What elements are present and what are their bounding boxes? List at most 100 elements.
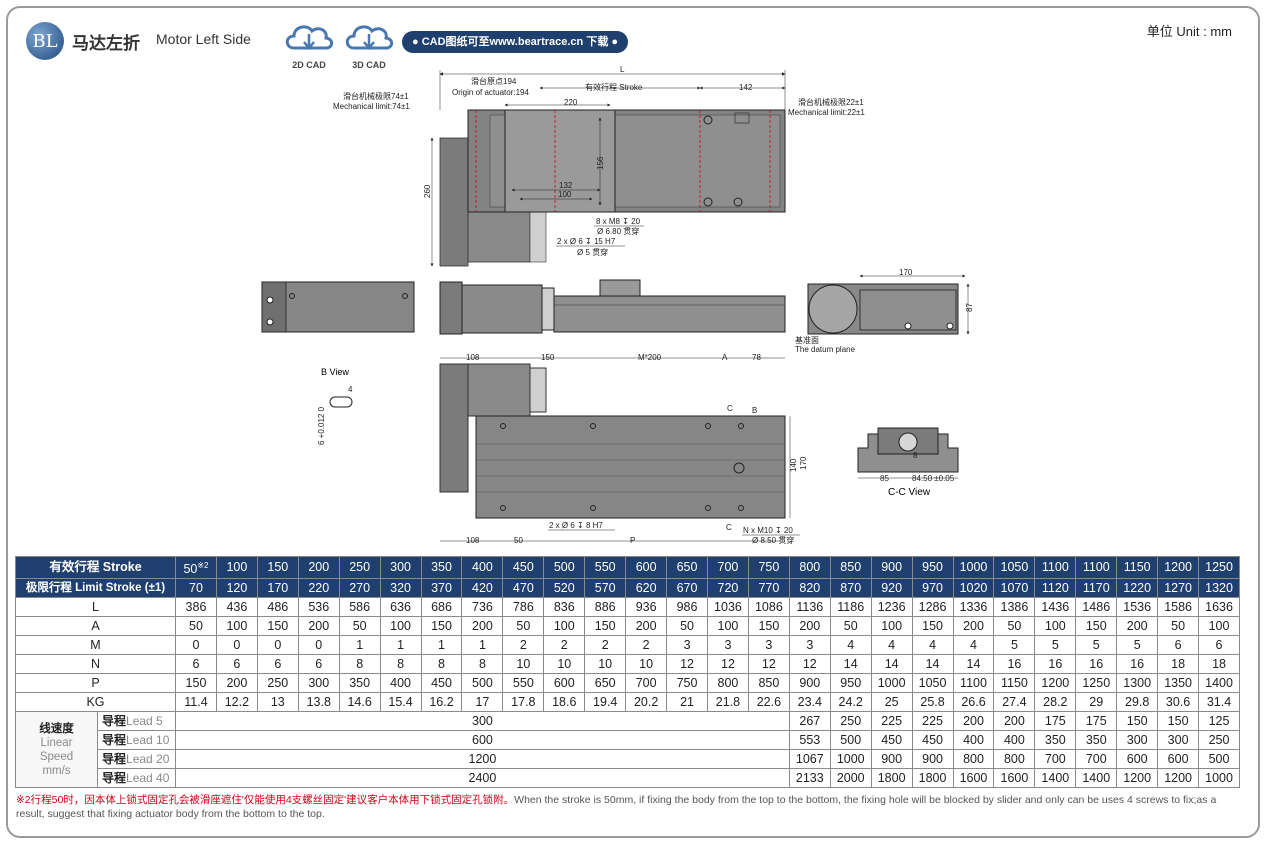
stroke-value: 150 (267, 560, 289, 575)
cc-dim-85: 85 (880, 474, 889, 483)
table-cell: 1 (338, 635, 381, 656)
limit-cell: 920 (870, 578, 913, 599)
limit-cell: 620 (625, 578, 668, 599)
stroke-cell: 800 (788, 555, 831, 580)
cad-2d-download[interactable]: 2D CAD (282, 20, 336, 70)
table-cell: 200 (461, 616, 504, 637)
row-label: A (14, 616, 177, 637)
row-label: P (14, 673, 177, 694)
lead-label: 导程Lead 40 (96, 768, 177, 789)
speed-cell: 1200 (1157, 768, 1200, 789)
speed-cell: 1000 (829, 749, 872, 770)
speed-cell: 300 (1157, 730, 1200, 751)
table-cell: 24.2 (829, 692, 872, 713)
speed-cell: 1800 (911, 768, 954, 789)
table-cell: 1400 (1198, 673, 1240, 694)
speed-cell: 150 (1157, 711, 1200, 732)
cad-download-link[interactable]: ● CAD图纸可至www.beartrace.cn 下载 ● (402, 31, 629, 53)
stroke-value: 600 (635, 560, 657, 575)
dim-108: 108 (466, 353, 480, 362)
cad-3d-label: 3D CAD (352, 60, 386, 70)
table-cell: 16 (1116, 654, 1159, 675)
stroke-cell: 200 (297, 555, 340, 580)
brand-logo: BL (26, 22, 64, 60)
cloud-download-icon (285, 25, 334, 50)
bottom-m10: N x M10 ↧ 20 (743, 526, 793, 535)
table-cell: 800 (707, 673, 749, 694)
table-cell: 6 (1157, 635, 1200, 656)
speed-cell: 2133 (788, 768, 831, 789)
table-cell: 686 (420, 597, 463, 618)
table-cell: 8 (420, 654, 463, 675)
table-cell: 1150 (993, 673, 1036, 694)
speed-cell: 200 (993, 711, 1036, 732)
table-cell: 30.6 (1157, 692, 1200, 713)
table-cell: 1050 (911, 673, 954, 694)
table-cell: 14 (829, 654, 872, 675)
note-cn: ※2行程50时，因本体上锁式固定孔会被滑座遮住'仅能使用4支螺丝固定'建议客户本… (16, 794, 515, 806)
table-cell: 200 (952, 616, 995, 637)
stroke-value: 300 (390, 560, 412, 575)
b-dim-4: 4 (348, 385, 353, 394)
table-cell: 500 (461, 673, 504, 694)
table-cell: 100 (215, 616, 258, 637)
table-cell: 50 (1157, 616, 1200, 637)
table-cell: 4 (911, 635, 954, 656)
mech-right-cn: 滑台机械极限22±1 (798, 97, 864, 107)
origin-cn: 滑台原点194 (471, 76, 517, 86)
table-cell: 1036 (707, 597, 749, 618)
dim-A: A (722, 353, 728, 362)
table-cell: 1586 (1157, 597, 1200, 618)
lead-cn: 导程 (102, 732, 127, 747)
table-cell: 26.6 (952, 692, 995, 713)
table-cell: 50 (829, 616, 872, 637)
stroke-value: 1100 (1082, 560, 1110, 575)
table-cell: 150 (747, 616, 790, 637)
table-cell: 1136 (788, 597, 831, 618)
hole-680: Ø 6.80 贯穿 (597, 226, 639, 236)
table-cell: 986 (666, 597, 708, 618)
stroke-value: 1150 (1123, 560, 1151, 575)
table-cell: 200 (297, 616, 340, 637)
table-cell: 150 (175, 673, 217, 694)
table-cell: 386 (175, 597, 217, 618)
table-cell: 150 (1075, 616, 1118, 637)
table-cell: 50 (502, 616, 545, 637)
lead-label: 导程Lead 5 (96, 711, 177, 732)
table-cell: 14 (870, 654, 913, 675)
table-cell: 16.2 (420, 692, 463, 713)
table-cell: 736 (461, 597, 504, 618)
note-en: When the stroke is 50mm, if fixing the b… (16, 794, 1217, 820)
table-cell: 1086 (747, 597, 790, 618)
speed-cell: 900 (870, 749, 913, 770)
stroke-value: 1050 (1000, 560, 1029, 575)
table-cell: 3 (788, 635, 831, 656)
table-cell: 18 (1157, 654, 1200, 675)
cad-3d-download[interactable]: 3D CAD (342, 20, 396, 70)
speed-cell: 500 (829, 730, 872, 751)
limit-cell: 470 (502, 578, 545, 599)
page-frame (6, 6, 1260, 838)
table-cell: 15.4 (379, 692, 422, 713)
stroke-cell: 450 (502, 555, 545, 580)
stroke-value: 650 (676, 560, 698, 575)
speed-cell: 267 (788, 711, 831, 732)
limit-cell: 1020 (952, 578, 995, 599)
speed-cell: 450 (911, 730, 954, 751)
table-cell: 486 (256, 597, 299, 618)
unit-label: 单位 Unit : mm (1146, 24, 1232, 39)
stroke-value: 950 (922, 560, 943, 575)
side-view-main (439, 279, 786, 335)
linear-speed-en1: Linear (40, 736, 73, 749)
speed-cell: 450 (870, 730, 913, 751)
dim-140: 140 (789, 458, 798, 472)
linear-speed-cn: 线速度 (39, 722, 74, 735)
table-cell: 6 (215, 654, 258, 675)
dim-170b: 170 (799, 456, 808, 470)
table-cell: 14 (952, 654, 995, 675)
table-cell: 1 (379, 635, 422, 656)
table-cell: 5 (993, 635, 1036, 656)
limit-cell: 1120 (1034, 578, 1077, 599)
lead-value: Lead 10 (126, 732, 170, 747)
